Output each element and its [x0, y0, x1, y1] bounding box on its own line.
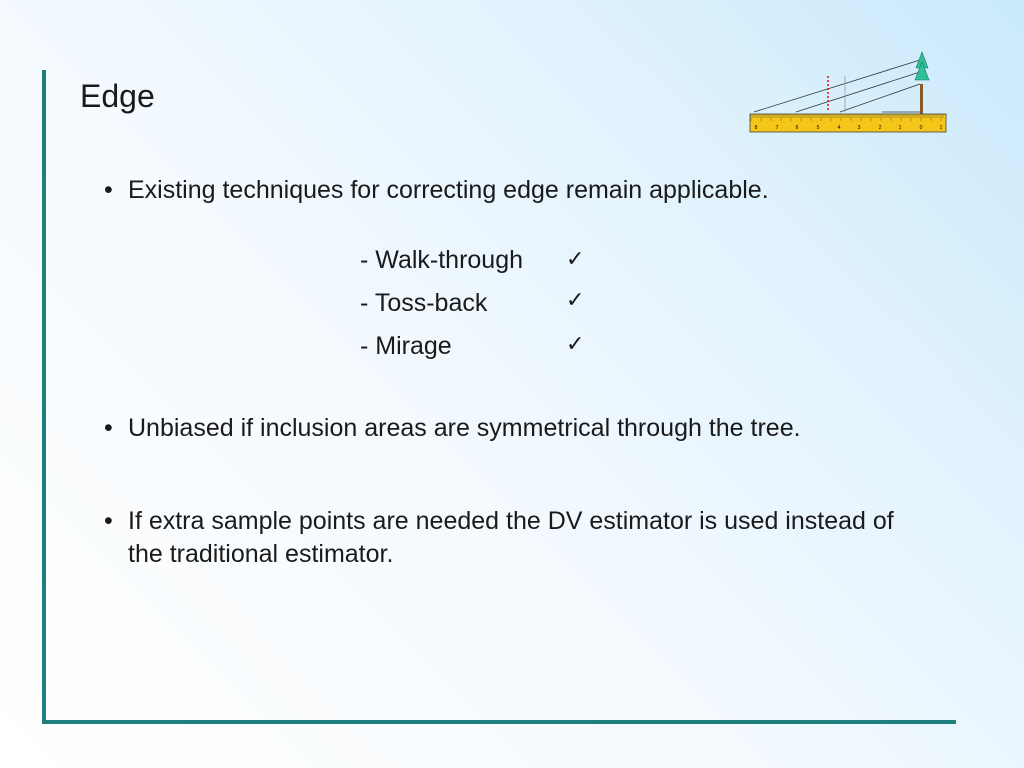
bullet-text: If extra sample points are needed the DV… — [128, 507, 894, 568]
ruler-number: 1 — [940, 125, 943, 131]
ruler-number: 6 — [796, 125, 799, 131]
check-icon: ✓ — [566, 246, 585, 271]
bullet-marker: • — [104, 414, 113, 442]
bullet-item: • Existing techniques for correcting edg… — [104, 174, 904, 207]
ruler-number: 2 — [879, 125, 882, 131]
ruler-ticks — [750, 114, 944, 121]
bullet-marker: • — [104, 507, 113, 535]
slide-title: Edge — [80, 78, 155, 114]
bullet-text: Unbiased if inclusion areas are symmetri… — [128, 414, 801, 442]
frame-left-border — [42, 70, 46, 724]
tree-middle — [914, 61, 930, 81]
ruler-number: 4 — [838, 125, 841, 131]
bullet-item: • Unbiased if inclusion areas are symmet… — [104, 412, 924, 445]
method-label: - Mirage — [360, 332, 452, 360]
bullet-marker: • — [104, 176, 113, 204]
check-icon: ✓ — [566, 331, 585, 356]
ruler-number: 5 — [817, 125, 820, 131]
bullet-item: • If extra sample points are needed the … — [104, 505, 904, 571]
ruler-number: 3 — [858, 125, 861, 131]
tree-trunk — [920, 84, 923, 114]
method-label: - Walk-through — [360, 246, 524, 274]
ruler-number: 1 — [899, 125, 902, 131]
tree-ruler-logo: 8 7 6 5 4 3 2 1 0 1 — [749, 51, 947, 133]
ruler-number: 8 — [755, 125, 758, 131]
check-icon: ✓ — [566, 287, 585, 312]
ruler-number: 0 — [920, 125, 923, 131]
sight-line — [753, 59, 921, 113]
ruler-numbers: 8 7 6 5 4 3 2 1 0 1 — [755, 125, 943, 131]
ruler-number: 7 — [776, 125, 779, 131]
sight-line — [795, 71, 921, 113]
ruler — [749, 113, 947, 133]
frame-bottom-border — [42, 720, 956, 724]
bullet-text: Existing techniques for correcting edge … — [128, 176, 769, 204]
method-label: - Toss-back — [360, 289, 488, 317]
sight-line — [839, 83, 921, 113]
